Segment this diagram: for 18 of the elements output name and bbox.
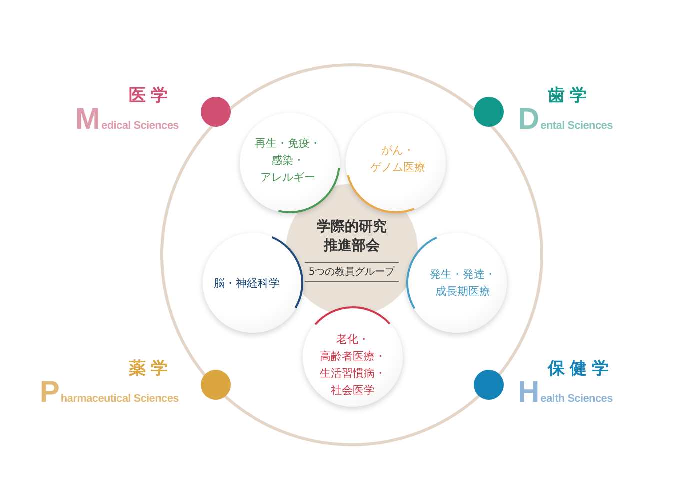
topic-label: 再生・免疫・感染・アレルギー — [254, 136, 322, 186]
field-dot — [201, 97, 231, 127]
field-name: 医学 — [129, 86, 173, 106]
field-english-name: Dental Sciences — [518, 108, 613, 132]
topic-label: 脳・神経科学 — [213, 276, 281, 292]
field-name: 保健学 — [548, 359, 614, 379]
subtitle: 5つの教員グループ — [304, 262, 400, 282]
field-dot — [201, 370, 231, 400]
field-dot — [474, 97, 504, 127]
field-name: 薬学 — [129, 359, 173, 379]
field-english-name: Health Sciences — [518, 381, 613, 405]
field-english-name: Pharmaceutical Sciences — [40, 381, 179, 405]
topic-label: 老化・高齢者医療・生活習慣病・社会医学 — [319, 332, 387, 399]
field-name: 歯学 — [548, 86, 592, 106]
field-dot — [474, 370, 504, 400]
center-title: 学際的研究推進部会 — [316, 218, 388, 256]
topic-label: がん・ゲノム医療 — [370, 143, 426, 176]
topic-label: 発生・発達・成長期医療 — [429, 267, 497, 300]
